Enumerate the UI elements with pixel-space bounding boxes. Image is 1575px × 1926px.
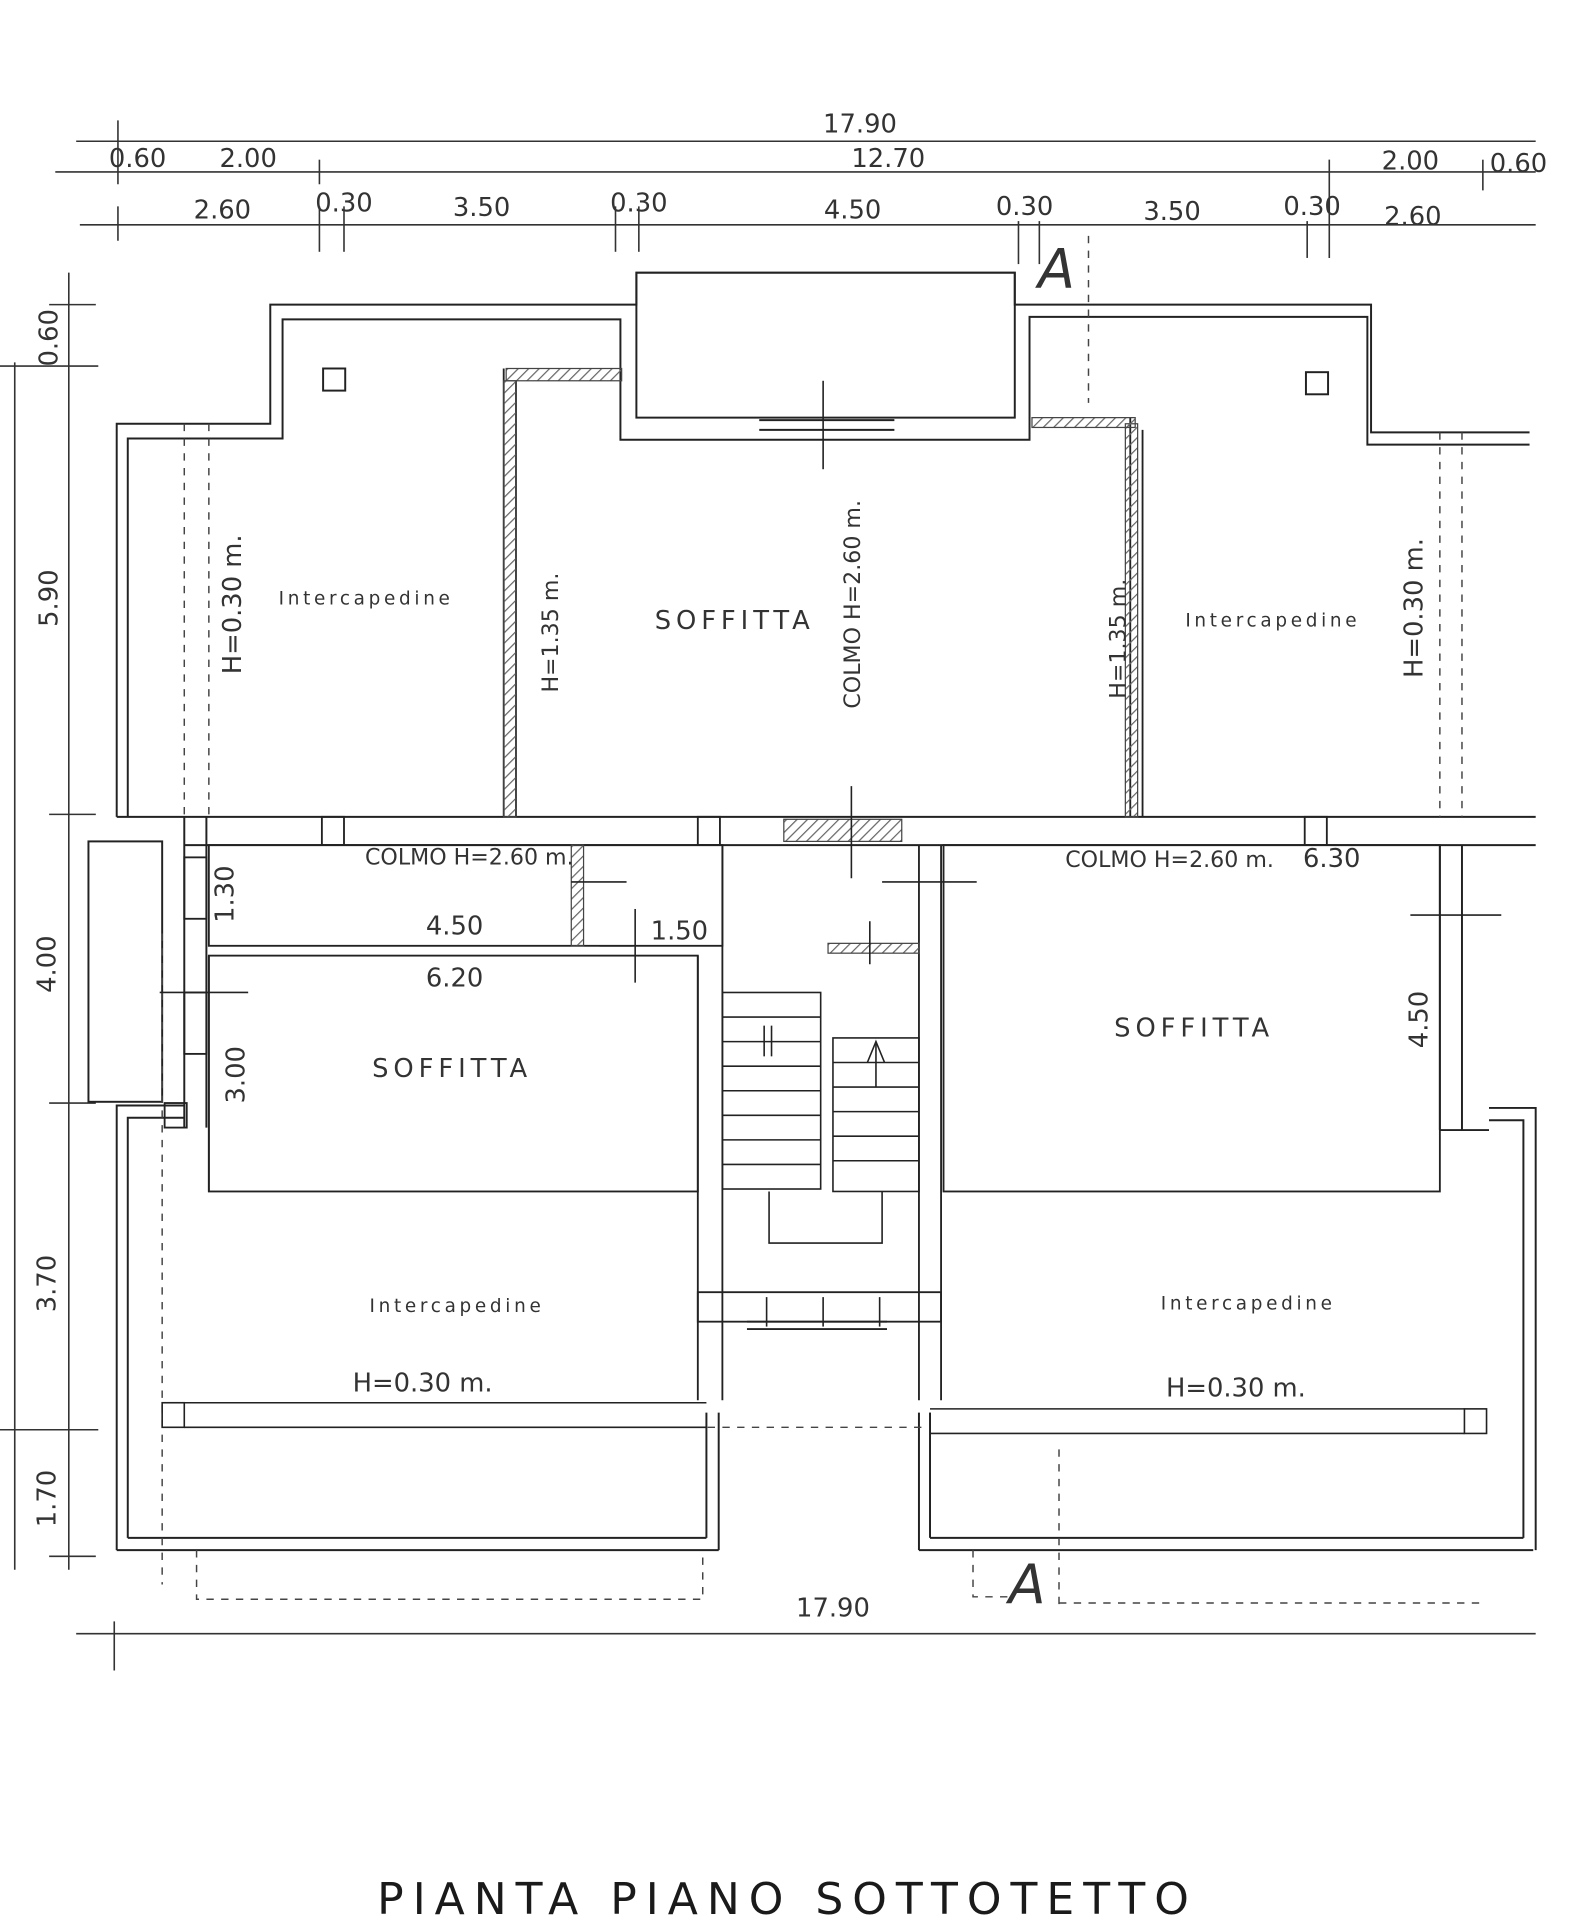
dim-left-4-00: 4.00 (32, 936, 62, 993)
cross-ticks (159, 380, 1502, 994)
note-intercapedine-bottom-right: Intercapedine (1161, 1293, 1336, 1314)
dim-top-0-30-d: 0.30 (1283, 192, 1340, 222)
dim-inner-1-50: 1.50 (651, 917, 708, 947)
left-dimension-lines (0, 272, 99, 1570)
dim-left-0-60: 0.60 (35, 309, 65, 366)
dashed-lines (161, 235, 1481, 1610)
bottom-dimension (76, 1621, 1536, 1671)
dim-top-0-60-left: 0.60 (109, 144, 166, 174)
note-h135-right: H=1.35 m. (1105, 579, 1131, 699)
dim-top-4-50: 4.50 (824, 196, 881, 226)
section-marker-top: A (1035, 237, 1075, 300)
note-h135-left: H=1.35 m. (538, 573, 564, 693)
note-h030-bottom-right: H=0.30 m. (1166, 1374, 1306, 1404)
left-dimension-labels: 0.60 5.90 4.00 3.70 1.70 (32, 309, 64, 1527)
note-intercapedine-bottom-left: Intercapedine (370, 1296, 545, 1317)
outer-walls (87, 271, 1537, 1552)
room-label-soffitta-top: SOFFITTA (655, 606, 815, 636)
knee-wall-strips (161, 1401, 1488, 1435)
note-colmo-left: COLMO H=2.60 m. (365, 845, 574, 871)
dim-left-1-70: 1.70 (32, 1470, 62, 1527)
top-dimension-lines (55, 120, 1536, 265)
note-h030-bottom-left: H=0.30 m. (353, 1369, 493, 1399)
dim-top-12-70: 12.70 (851, 144, 925, 174)
dim-top-0-30-a: 0.30 (315, 188, 372, 218)
dim-top-0-30-c: 0.30 (996, 192, 1053, 222)
dim-top-3-50-right: 3.50 (1143, 197, 1200, 227)
chimney-left (322, 367, 347, 392)
top-dimension-labels: 17.90 0.60 2.00 12.70 2.00 0.60 2.60 0.3… (109, 110, 1547, 232)
dim-top-2-00-right: 2.00 (1382, 147, 1439, 177)
plan-title: PIANTA PIANO SOTTOTETTO (377, 1874, 1198, 1925)
chimney-right (1304, 371, 1330, 396)
dim-top-0-30-b: 0.30 (610, 188, 667, 218)
dim-left-5-90: 5.90 (35, 569, 65, 626)
height-notes: COLMO H=2.60 m. COLMO H=2.60 m. COLMO H=… (218, 500, 1430, 1404)
dim-inner-3-00: 3.00 (221, 1046, 251, 1103)
note-colmo-top: COLMO H=2.60 m. (840, 500, 866, 709)
dim-top-3-50-left: 3.50 (453, 193, 510, 223)
dim-top-total: 17.90 (823, 110, 897, 140)
interior-walls (163, 368, 1441, 1401)
dim-inner-6-30: 6.30 (1303, 844, 1360, 874)
note-h030-top-right: H=0.30 m. (1400, 538, 1430, 678)
dim-top-0-60-right: 0.60 (1490, 149, 1547, 179)
dim-bottom-total: 17.90 (796, 1593, 870, 1623)
dim-inner-4-50: 4.50 (426, 912, 483, 942)
section-markers: A A (1006, 237, 1075, 1616)
section-marker-bottom: A (1006, 1553, 1046, 1616)
dim-top-2-60-right: 2.60 (1384, 202, 1441, 232)
room-label-soffitta-left: SOFFITTA (372, 1054, 532, 1084)
note-intercapedine-top-right: Intercapedine (1185, 610, 1360, 631)
dim-inner-4-50-right: 4.50 (1405, 991, 1435, 1048)
dim-top-2-00-left: 2.00 (219, 144, 276, 174)
dim-left-3-70: 3.70 (32, 1255, 62, 1312)
dim-inner-1-30: 1.30 (210, 866, 240, 923)
room-label-soffitta-right: SOFFITTA (1114, 1014, 1274, 1044)
dim-top-2-60-left: 2.60 (194, 196, 251, 226)
room-labels: SOFFITTA SOFFITTA SOFFITTA (372, 606, 1274, 1084)
dim-inner-6-20: 6.20 (426, 963, 483, 993)
staircase (721, 991, 920, 1327)
inner-dimension-labels: 1.30 4.50 1.50 6.20 3.00 6.30 4.50 (210, 844, 1434, 1103)
note-intercapedine-top-left: Intercapedine (279, 588, 454, 609)
hatched-walls (503, 367, 1139, 954)
note-colmo-right: COLMO H=2.60 m. (1065, 847, 1274, 873)
note-h030-top-left: H=0.30 m. (218, 534, 248, 674)
